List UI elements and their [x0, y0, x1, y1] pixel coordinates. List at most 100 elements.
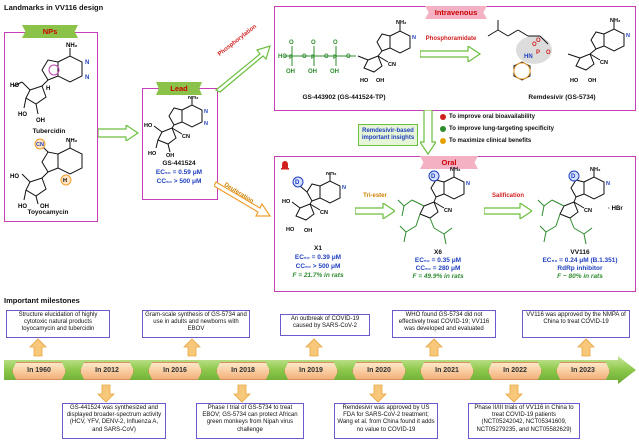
- milestone-note-2021: WHO found GS-5734 did not effectively tr…: [392, 310, 496, 338]
- year-2020: In 2020: [352, 362, 406, 380]
- green-dot-icon: [440, 126, 446, 132]
- svg-text:O: O: [546, 50, 551, 56]
- nps-banner: NPs: [22, 25, 78, 38]
- svg-text:CN: CN: [320, 210, 328, 216]
- svg-text:NH₂: NH₂: [326, 172, 337, 177]
- milestone-note-2020: Remdesivir was approved by US FDA for SA…: [334, 403, 438, 439]
- svg-text:CN: CN: [584, 208, 592, 214]
- milestones-title: Important milestones: [4, 296, 80, 305]
- insight-item-0: To improve oral bioavailability: [440, 114, 535, 120]
- x1-name: X1: [314, 245, 322, 252]
- vv116-f: F ~ 80% in rats: [557, 273, 603, 280]
- svg-text:NH₂: NH₂: [396, 20, 407, 26]
- x1-structure: D NH₂ N CN HO HO OH: [282, 172, 346, 234]
- svg-text:O: O: [324, 54, 329, 60]
- phosphoramidate-arrow: [420, 46, 482, 62]
- x1-f: F = 21.7% in rats: [292, 272, 344, 279]
- year-2023: In 2023: [556, 362, 610, 380]
- svg-text:N: N: [204, 121, 208, 127]
- svg-text:HO: HO: [282, 199, 291, 205]
- year-2012: In 2012: [80, 362, 134, 380]
- svg-text:HO: HO: [10, 83, 19, 89]
- intravenous-banner: Intravenous: [425, 6, 487, 19]
- svg-text:O: O: [289, 40, 294, 46]
- yellow-dot-icon: [440, 138, 446, 144]
- svg-text:P: P: [289, 55, 293, 61]
- x1-cc50: CC₅₀ > 500 μM: [295, 263, 341, 270]
- insight-text: To improve lung-targeting specificity: [449, 126, 554, 132]
- milestone-note-2016: Gram-scale synthesis of GS-5734 and use …: [142, 310, 250, 338]
- tubercidin-nh2: NH₂: [66, 43, 78, 49]
- remdesivir-label: Remdesivir (GS-5734): [528, 94, 596, 101]
- milestone-arrows-bottom: [97, 384, 523, 403]
- milestone-arrows-top: [29, 338, 595, 357]
- svg-text:HO: HO: [286, 227, 295, 233]
- gs443902-label: GS-443902 (GS-441524-TP): [302, 94, 386, 101]
- landmarks-title: Landmarks in VV116 design: [4, 3, 104, 12]
- arrow-nps-to-lead: [98, 125, 140, 141]
- insight-item-1: To improve lung-targeting specificity: [440, 126, 554, 132]
- svg-text:HO: HO: [570, 78, 579, 84]
- svg-text:NH₂: NH₂: [450, 167, 461, 173]
- svg-text:NH₂: NH₂: [610, 18, 621, 24]
- vv116-role: RdRp inhibitor: [557, 265, 603, 272]
- svg-text:HO: HO: [148, 151, 157, 157]
- milestone-note-1960: Structure elucidation of highly cytotoxi…: [6, 310, 110, 338]
- insight-text: To maximize clinical benefits: [449, 138, 532, 144]
- salification-arrow: [484, 203, 532, 219]
- x6-structure: D NH₂ N CN: [397, 167, 470, 245]
- vv116-ec50: EC₅₀ = 0.24 μM (B.1.351): [542, 257, 618, 264]
- svg-text:CN: CN: [600, 60, 608, 66]
- svg-text:OH: OH: [286, 69, 295, 75]
- svg-text:H: H: [46, 86, 50, 92]
- toyocamycin-structure: CN H NH₂ HO HO OH: [10, 138, 83, 210]
- svg-text:D: D: [295, 180, 300, 186]
- svg-text:HN: HN: [524, 54, 533, 60]
- phosphoramidate-label: Phosphoramidate: [425, 36, 477, 42]
- svg-text:HO: HO: [18, 112, 27, 118]
- x6-f: F = 49.9% in rats: [412, 273, 464, 280]
- svg-text:O: O: [346, 54, 351, 60]
- svg-text:· HBr: · HBr: [608, 206, 623, 212]
- svg-text:O: O: [333, 40, 338, 46]
- x1-ec50: EC₅₀ = 0.39 μM: [294, 254, 342, 261]
- bell-icon: [281, 161, 289, 170]
- svg-text:OH: OH: [308, 69, 317, 75]
- lead-box: [142, 88, 218, 200]
- svg-text:N: N: [606, 181, 610, 187]
- x6-ec50: EC₅₀ = 0.35 μM: [414, 257, 462, 264]
- triester-label: Tri-ester: [363, 193, 387, 199]
- salification-label: Salification: [491, 193, 524, 199]
- svg-text:D: D: [571, 174, 576, 180]
- svg-text:O: O: [302, 54, 307, 60]
- tubercidin-label: Tubercidin: [32, 128, 66, 135]
- svg-text:N: N: [412, 35, 416, 41]
- vv116-name: VV116: [570, 249, 590, 256]
- lead-compound-name: GS-441524: [162, 160, 196, 167]
- oral-banner: Oral: [420, 156, 478, 169]
- milestone-note-2022: Phase II/III trials of VV116 in China to…: [468, 403, 580, 439]
- milestone-note-2023: VV116 was approved by the NMPA of China …: [522, 310, 630, 338]
- svg-text:CN: CN: [36, 142, 44, 148]
- svg-text:N: N: [466, 181, 470, 187]
- year-2016: In 2016: [148, 362, 202, 380]
- svg-text:N: N: [85, 60, 89, 66]
- svg-text:HO: HO: [18, 204, 27, 210]
- svg-text:HO: HO: [360, 78, 369, 84]
- svg-text:OH: OH: [304, 228, 312, 234]
- x6-cc50: CC₅₀ = 280 μM: [415, 265, 461, 272]
- lead-cc50: CC₅₀ > 500 μM: [156, 178, 202, 185]
- insight-text: To improve oral bioavailability: [449, 114, 535, 120]
- svg-text:N: N: [204, 109, 208, 115]
- svg-text:NH₂: NH₂: [188, 96, 199, 101]
- svg-text:N: N: [342, 185, 346, 191]
- year-2021: In 2021: [420, 362, 474, 380]
- svg-text:NH₂: NH₂: [66, 138, 78, 144]
- remdesivir-structure: O P HN O O NH₂ N CN HO OH: [487, 18, 630, 84]
- deuteration-arrow: [214, 181, 272, 217]
- svg-text:P: P: [333, 55, 337, 61]
- svg-text:HO: HO: [278, 54, 287, 60]
- year-1960: In 1960: [12, 362, 66, 380]
- svg-text:P: P: [536, 50, 540, 56]
- svg-text:OH: OH: [376, 78, 384, 84]
